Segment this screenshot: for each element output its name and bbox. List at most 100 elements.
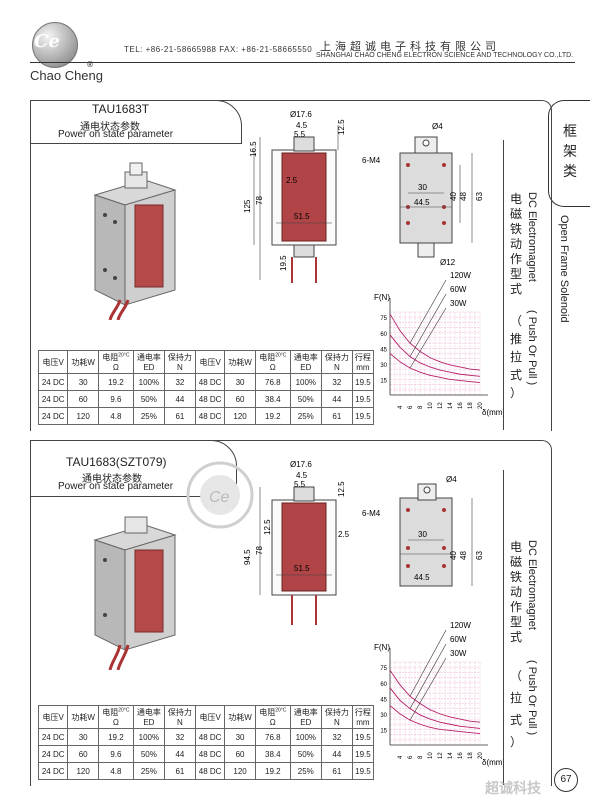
y-tick-label: 60 xyxy=(380,332,387,338)
series-leader xyxy=(409,293,447,357)
category-tab-text: 框架类 xyxy=(563,124,577,180)
section-2-front-drawing: Ø17.6 4.5 5.5 12.5 2.5 51.5 94.5 78 12.5 xyxy=(243,460,350,625)
svg-text:Ce: Ce xyxy=(209,489,230,506)
x-tick-label: 4 xyxy=(398,755,404,759)
dim-w1: 4.5 xyxy=(296,121,308,130)
y-tick-label: 15 xyxy=(380,378,387,384)
registered-mark: ® xyxy=(86,60,94,69)
section-1-side-drawing: Ø4 6-M4 30 44.5 40 48 63 Ø12 xyxy=(362,122,484,267)
x-axis-label: δ(mm) xyxy=(482,408,503,417)
dim-body-w: 51.5 xyxy=(294,212,310,221)
dim-d12: Ø12 xyxy=(440,258,456,267)
dim-s40: 40 xyxy=(449,192,458,201)
contact-info: TEL: +86-21-58665988 FAX: +86-21-5866555… xyxy=(124,45,313,54)
series-line-30W xyxy=(389,353,481,383)
section-2-push-pull-cn: （拉式） xyxy=(509,669,522,749)
footer-watermark: 超诚科技 xyxy=(485,781,541,797)
dim-d-top-2: Ø17.6 xyxy=(290,460,312,469)
company-logo xyxy=(32,22,78,68)
watermark-seal: Ce xyxy=(186,461,254,529)
dim-h-top-2: 12.5 xyxy=(337,481,346,497)
series-label-60W: 60W xyxy=(450,285,467,294)
section-2-dc-en: DC Electromagnet xyxy=(526,540,538,630)
series-line-60W xyxy=(389,687,481,729)
section-2-side-drawing: Ø4 6-M4 30 44.5 40 48 63 xyxy=(362,475,484,587)
section-2-state-cn: 通电状态参数 xyxy=(82,474,142,485)
x-tick-label: 14 xyxy=(448,402,454,409)
x-tick-label: 4 xyxy=(398,405,404,409)
section-1-frame xyxy=(30,100,552,431)
series-label-30W: 30W xyxy=(450,299,467,308)
dim-s40-2: 40 xyxy=(449,551,458,560)
x-tick-label: 14 xyxy=(448,752,454,759)
dim-h-body-2: 78 xyxy=(255,546,264,555)
dim-s30-2: 30 xyxy=(418,530,427,539)
x-tick-label: 20 xyxy=(478,752,484,759)
dim-s44-2: 44.5 xyxy=(414,573,430,582)
series-label-60W: 60W xyxy=(450,635,467,644)
dim-w1-2: 4.5 xyxy=(296,471,308,480)
dim-h2: 16.5 xyxy=(249,141,258,157)
dim-h-body: 78 xyxy=(255,196,264,205)
dim-body-w-2: 51.5 xyxy=(294,564,310,573)
dim-side-d-2: Ø4 xyxy=(446,475,457,484)
section-1-push-pull: ( Push Or Pull ) xyxy=(526,310,538,386)
dim-side-d: Ø4 xyxy=(432,122,443,131)
y-tick-label: 75 xyxy=(380,316,387,322)
section-1-dc-cn: 电磁铁动作型式 xyxy=(509,192,522,296)
x-tick-label: 16 xyxy=(458,402,464,409)
section-1-side-divider xyxy=(503,140,504,430)
series-label-120W: 120W xyxy=(450,271,471,280)
dim-inner-2: 2.5 xyxy=(338,530,350,539)
section-2-push-pull: ( Push Or Pull ) xyxy=(526,660,538,736)
section-1-product-image xyxy=(93,162,177,320)
x-tick-label: 10 xyxy=(428,402,434,409)
x-tick-label: 18 xyxy=(468,752,474,759)
series-label-30W: 30W xyxy=(450,649,467,658)
x-tick-label: 20 xyxy=(478,402,484,409)
series-leader xyxy=(409,643,447,709)
y-tick-label: 30 xyxy=(380,713,387,719)
series-leader xyxy=(409,279,447,344)
x-tick-label: 8 xyxy=(418,755,424,759)
brand-name: Chao Cheng xyxy=(30,68,103,83)
y-axis-label: F(N) xyxy=(374,293,390,302)
series-line-120W xyxy=(389,670,481,723)
y-axis-label: F(N) xyxy=(374,643,390,652)
series-label-120W: 120W xyxy=(450,621,471,630)
y-tick-label: 15 xyxy=(380,728,387,734)
section-1-state-cn: 通电状态参数 xyxy=(80,122,140,133)
x-tick-label: 8 xyxy=(418,405,424,409)
dim-h-total: 125 xyxy=(243,199,252,213)
section-1-dc-en: DC Electromagnet xyxy=(526,192,538,282)
series-leader xyxy=(409,629,447,697)
series-line-60W xyxy=(389,334,481,377)
dim-s63: 63 xyxy=(475,192,484,201)
dim-s44: 44.5 xyxy=(414,198,430,207)
y-tick-label: 75 xyxy=(380,666,387,672)
dim-thread-2: 6-M4 xyxy=(362,509,381,518)
x-tick-label: 12 xyxy=(438,402,444,409)
dim-h-plunger: 19.5 xyxy=(279,255,288,271)
dim-w2-2: 5.5 xyxy=(294,480,306,489)
section-2-dc-cn: 电磁铁动作型式 xyxy=(509,540,522,644)
series-leader xyxy=(409,307,447,369)
section-2-model: TAU1683(SZT079) xyxy=(66,455,167,469)
x-tick-label: 10 xyxy=(428,752,434,759)
dim-thread: 6-M4 xyxy=(362,156,381,165)
dim-s63-2: 63 xyxy=(475,551,484,560)
series-line-30W xyxy=(389,705,481,735)
section-1-model: TAU1683T xyxy=(92,102,150,116)
section-1-front-drawing: Ø17.6 4.5 5.5 12.5 16.5 2.5 51.5 125 78 … xyxy=(243,110,346,283)
company-name-en: SHANGHAI CHAO CHENG ELECTRON SCIENCE AND… xyxy=(316,52,574,59)
series-leader xyxy=(409,657,447,721)
y-tick-label: 45 xyxy=(380,697,387,703)
series-line-120W xyxy=(389,313,481,371)
